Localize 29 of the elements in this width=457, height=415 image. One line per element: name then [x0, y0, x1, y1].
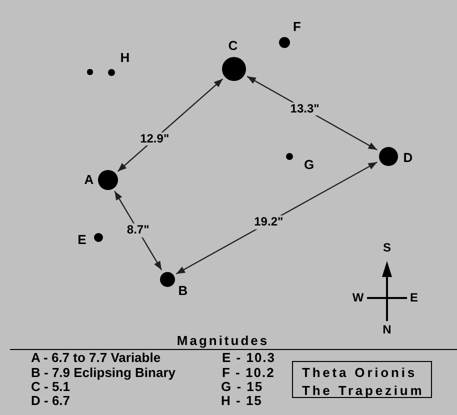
title-box — [292, 361, 432, 398]
magnitude-entry: C - 5.1 — [31, 380, 70, 394]
distance-label: 8.7" — [124, 224, 152, 238]
distance-label: 13.3" — [288, 102, 322, 116]
magnitude-entry: B - 7.9 Eclipsing Binary — [31, 366, 176, 380]
compass-label: E — [410, 291, 418, 305]
magnitude-entry: E - 10.3 — [222, 350, 276, 366]
title-text: Theta Orionis — [302, 365, 417, 381]
star-label: B — [178, 284, 188, 298]
table-heading: Magnitudes — [176, 334, 270, 348]
star-label: H — [120, 50, 130, 66]
compass-label: W — [352, 291, 364, 305]
magnitude-entry: D - 6.7 — [31, 394, 70, 408]
star-label: A — [84, 172, 94, 188]
star-label: C — [228, 38, 238, 54]
magnitude-entry: F - 10.2 — [222, 366, 275, 380]
magnitude-entry: H - 15 — [221, 394, 262, 408]
magnitude-entry: A - 6.7 to 7.7 Variable — [31, 350, 161, 366]
double-arrow — [176, 162, 378, 274]
star-label: F — [293, 20, 301, 34]
star-label: D — [403, 150, 413, 166]
compass-label: S — [383, 241, 391, 255]
star-label: G — [304, 158, 314, 172]
magnitude-entry: G - 15 — [221, 380, 264, 394]
distance-label: 12.9" — [138, 132, 172, 146]
star-label: E — [78, 232, 86, 248]
title-text: The Trapezium — [302, 383, 424, 399]
distance-label: 19.2" — [252, 216, 286, 229]
compass-label: N — [382, 323, 392, 337]
